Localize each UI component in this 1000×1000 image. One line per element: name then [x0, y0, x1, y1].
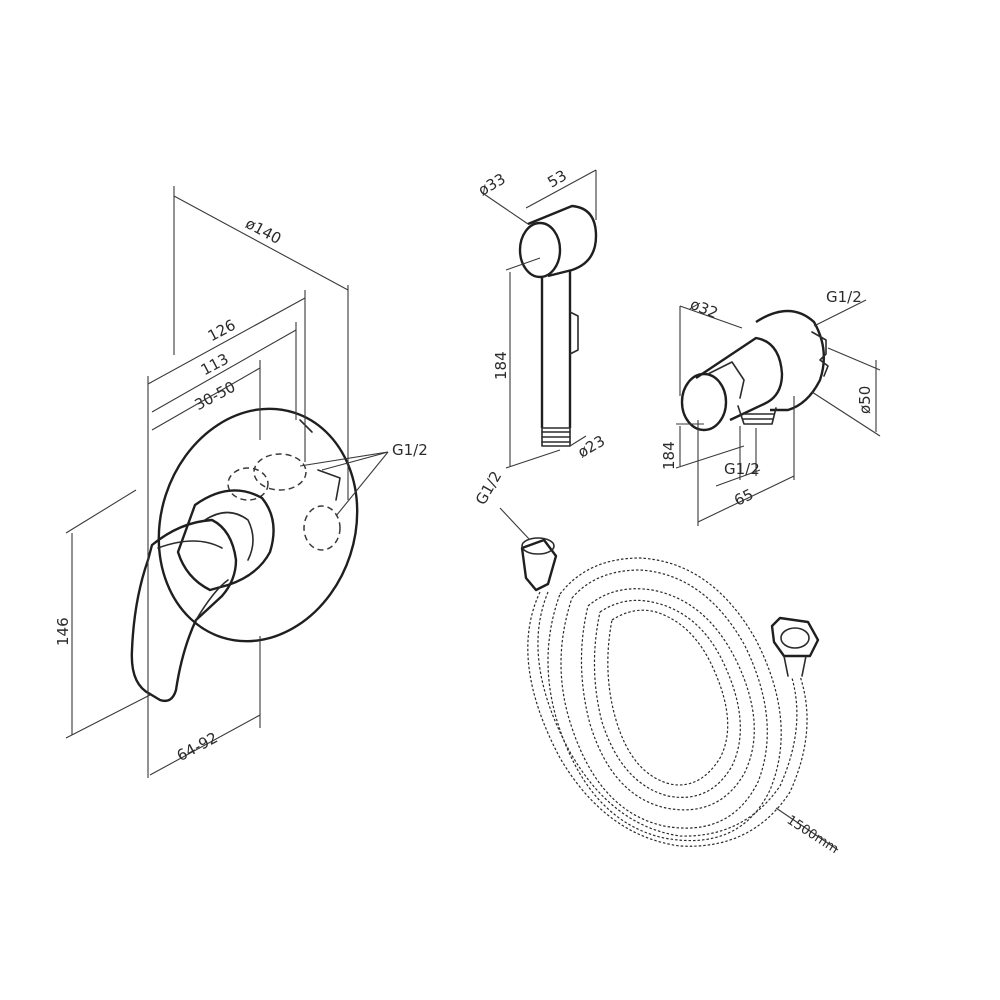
wall-elbow-flange [755, 309, 826, 412]
wall-elbow-g12-bottom-label: G1/2 [724, 460, 760, 478]
mixer-146-label: 146 [54, 617, 72, 646]
wall-elbow-184-label: 184 [660, 441, 678, 470]
hose-right-nut [770, 616, 820, 658]
mixer-126-label: 126 [205, 316, 239, 345]
mixer-drawing: ø140 126 113 30-50 G1/2 146 64-92 [54, 186, 428, 778]
hose-left-fitting [520, 538, 558, 592]
wall-elbow-65-label: 65 [731, 485, 756, 510]
hand-shower-handle [540, 270, 572, 428]
mixer-dia140-label: ø140 [242, 214, 284, 248]
inlet-dashed-1 [253, 453, 307, 491]
wall-elbow-drawing: ø32 G1/2 ø50 184 G1/2 65 [660, 288, 881, 526]
mixer-3050-label: 30-50 [192, 378, 239, 414]
inlet-dashed-2 [227, 467, 269, 501]
mixer-g12-label: G1/2 [392, 441, 428, 459]
hand-shower-53-label: 53 [544, 166, 570, 191]
mixer-6492-label: 64-92 [174, 729, 221, 765]
hand-shower-drawing: ø33 53 184 ø23 [475, 166, 608, 469]
hose-drawing: G1/2 1500mm [472, 468, 841, 857]
hose-coil-3 [580, 588, 755, 811]
hose-length-label: 1500mm [784, 813, 841, 857]
wall-elbow-body [695, 336, 784, 422]
inlet-dashed-3 [303, 505, 341, 551]
lever-handle [130, 518, 238, 703]
hose-coil-1 [527, 591, 808, 847]
hose-g12-label: G1/2 [472, 468, 505, 508]
hand-shower-184-label: 184 [492, 351, 510, 380]
wall-elbow-dia50-label: ø50 [856, 386, 874, 414]
hand-shower-dia23-label: ø23 [575, 432, 608, 462]
cartridge-body [176, 489, 275, 592]
wall-elbow-g12-top-label: G1/2 [826, 288, 862, 306]
hand-shower-dia33-label: ø33 [475, 170, 508, 200]
escutcheon-plate [157, 407, 359, 643]
hose-coil-2 [547, 557, 782, 842]
hand-shower-head [527, 204, 598, 278]
